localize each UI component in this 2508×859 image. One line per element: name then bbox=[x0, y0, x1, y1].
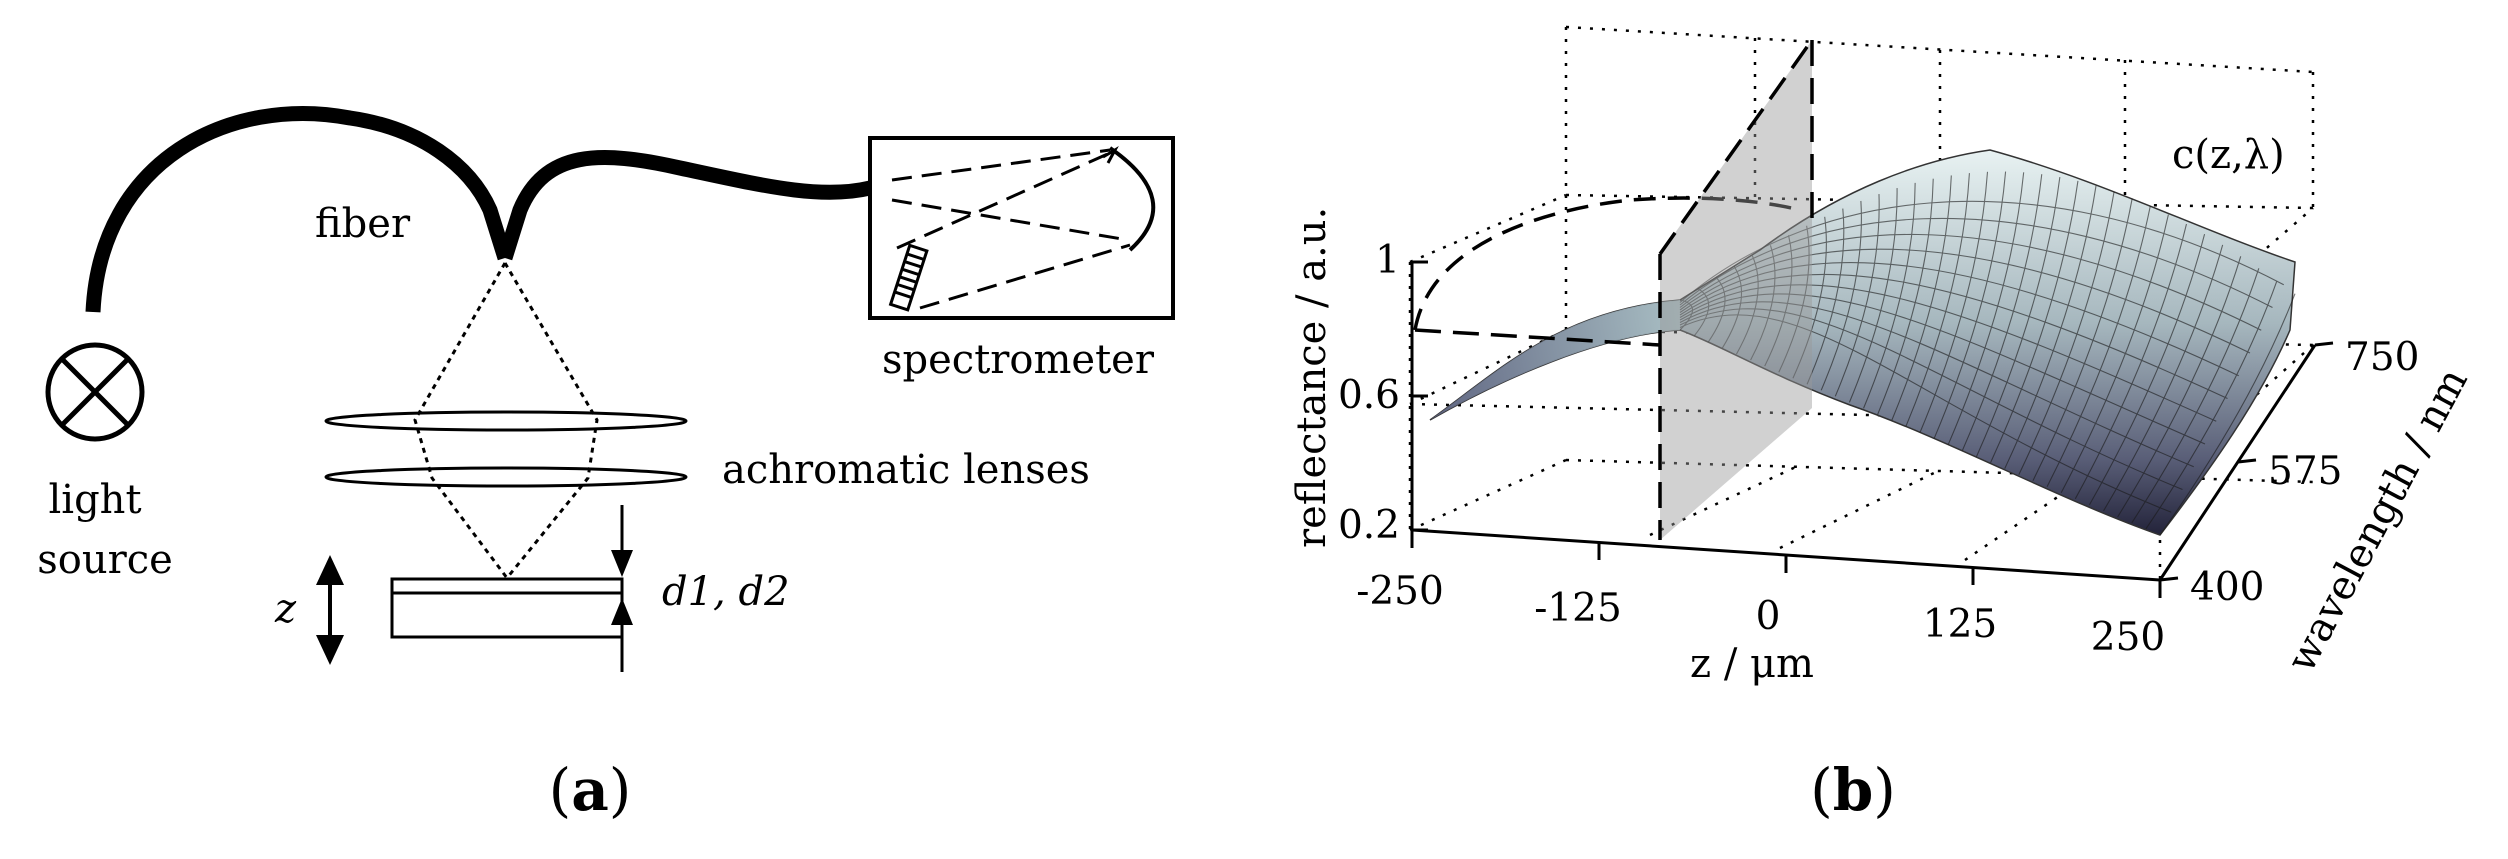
fiber-label: fiber bbox=[315, 201, 411, 247]
reflectance-surface bbox=[1429, 149, 2296, 536]
surface-mesh-line bbox=[2103, 244, 2224, 512]
surface-mesh-line bbox=[1679, 308, 2183, 491]
surface-mesh-line bbox=[2004, 185, 2097, 469]
surface-mesh-line bbox=[1721, 266, 1743, 349]
surface-mesh-line bbox=[1834, 194, 1880, 397]
slice-plane-edges bbox=[1414, 38, 1814, 540]
surface-mesh-line bbox=[2018, 191, 2115, 475]
surface-mesh-line bbox=[1820, 200, 1862, 391]
surface-mesh-line bbox=[1679, 293, 2206, 445]
surface-mesh-line bbox=[1679, 261, 2239, 377]
surface-mesh-line bbox=[2046, 205, 2151, 488]
spectrometer-label: spectrometer bbox=[882, 337, 1155, 383]
surface-mesh-line bbox=[1735, 255, 1759, 355]
d1-d2-label: d1, d2 bbox=[662, 569, 790, 615]
surface-mesh-line bbox=[1679, 248, 2251, 354]
surface-back-projection bbox=[1413, 196, 1801, 331]
w-tick-575: 575 bbox=[2268, 449, 2342, 494]
sample-layers bbox=[390, 577, 624, 639]
slice-plane bbox=[1660, 40, 1812, 540]
refl-tick-0.6: 0.6 bbox=[1338, 373, 1400, 418]
z-tick-250: 250 bbox=[2091, 615, 2165, 660]
surface-mesh-line bbox=[2145, 280, 2278, 530]
detector-array-icon bbox=[888, 243, 929, 312]
surface-mesh-line bbox=[2088, 233, 2206, 506]
light-source-icon bbox=[45, 342, 145, 442]
surface-mesh-line bbox=[1778, 225, 1810, 373]
surface-mesh-line bbox=[1707, 277, 1726, 343]
z-axis-label: z / μm bbox=[1690, 641, 1814, 687]
achromatic-lenses bbox=[324, 410, 688, 488]
surface-mesh-line bbox=[1947, 172, 2025, 445]
surface-mesh-line bbox=[1806, 208, 1845, 385]
light-source-label-line2: source bbox=[37, 537, 173, 583]
panel-a-setup-diagram: light source fiber bbox=[37, 106, 1175, 824]
lenses-label: achromatic lenses bbox=[722, 447, 1090, 493]
z-axis-ticks bbox=[1410, 530, 2162, 598]
surface-mesh-line bbox=[1764, 235, 1793, 367]
z-tick-0: 0 bbox=[1756, 594, 1781, 639]
surface-mesh-line bbox=[1679, 233, 2262, 331]
z-tick-125: 125 bbox=[1923, 602, 1997, 647]
surface-mesh-line bbox=[1905, 173, 1970, 427]
refl-tick-0.2: 0.2 bbox=[1338, 503, 1400, 548]
surface-mesh-line bbox=[1679, 273, 2228, 399]
thickness-arrows-icon bbox=[611, 505, 633, 672]
surface-mesh-line bbox=[1679, 217, 2273, 308]
surface-mesh-line bbox=[2032, 198, 2133, 481]
surface-mesh-line bbox=[1863, 182, 1916, 409]
surface-mesh-line bbox=[2131, 268, 2260, 524]
refl-tick-1: 1 bbox=[1375, 238, 1400, 283]
surface-mesh-line bbox=[1679, 314, 2172, 513]
surface-mesh-line bbox=[1990, 180, 2079, 463]
surface-function-label: c(z,λ) bbox=[2172, 132, 2285, 178]
surface-mesh-line bbox=[1848, 188, 1898, 403]
surface-mesh-line bbox=[1891, 175, 1952, 421]
panel-b-surface-plot: 1 0.6 0.2 -250 -125 0 125 250 400 575 75… bbox=[1289, 25, 2477, 824]
reflectance-axis-ticks bbox=[1412, 260, 1428, 532]
surface-mesh-line bbox=[2060, 214, 2169, 494]
w-tick-750: 750 bbox=[2345, 335, 2419, 380]
surface-mesh-line bbox=[1961, 174, 2043, 451]
z-tick-neg250: -250 bbox=[1356, 569, 1444, 614]
z-label: z bbox=[274, 586, 297, 632]
surface-mesh-line bbox=[1679, 301, 2194, 468]
surface-mesh-line bbox=[1693, 288, 1710, 337]
spectrometer-box bbox=[868, 136, 1175, 320]
reflectance-axis-label: reflectance / a.u. bbox=[1289, 207, 1335, 548]
z-tick-neg125: -125 bbox=[1534, 586, 1622, 631]
panel-a-label: (a) bbox=[549, 756, 632, 824]
surface-mesh-line bbox=[1877, 178, 1934, 415]
panel-b-label: (b) bbox=[1810, 756, 1896, 824]
surface-mesh-line bbox=[2159, 293, 2296, 536]
surface-mesh-line bbox=[1792, 216, 1827, 379]
light-source-label-line1: light bbox=[48, 477, 141, 523]
light-beam bbox=[413, 262, 599, 579]
surface-mesh-line bbox=[1679, 200, 2285, 303]
wavelength-axis-label: wavelength / nm bbox=[2278, 361, 2477, 680]
surface-mesh-line bbox=[1679, 284, 2217, 422]
z-translation-arrow-icon bbox=[316, 555, 344, 665]
wavelength-axis-ticks bbox=[2159, 341, 2334, 582]
fiber-cable bbox=[85, 106, 872, 313]
w-tick-400: 400 bbox=[2190, 565, 2264, 610]
surface-mesh-line bbox=[1975, 176, 2061, 457]
surface-mesh-line bbox=[2074, 223, 2188, 500]
